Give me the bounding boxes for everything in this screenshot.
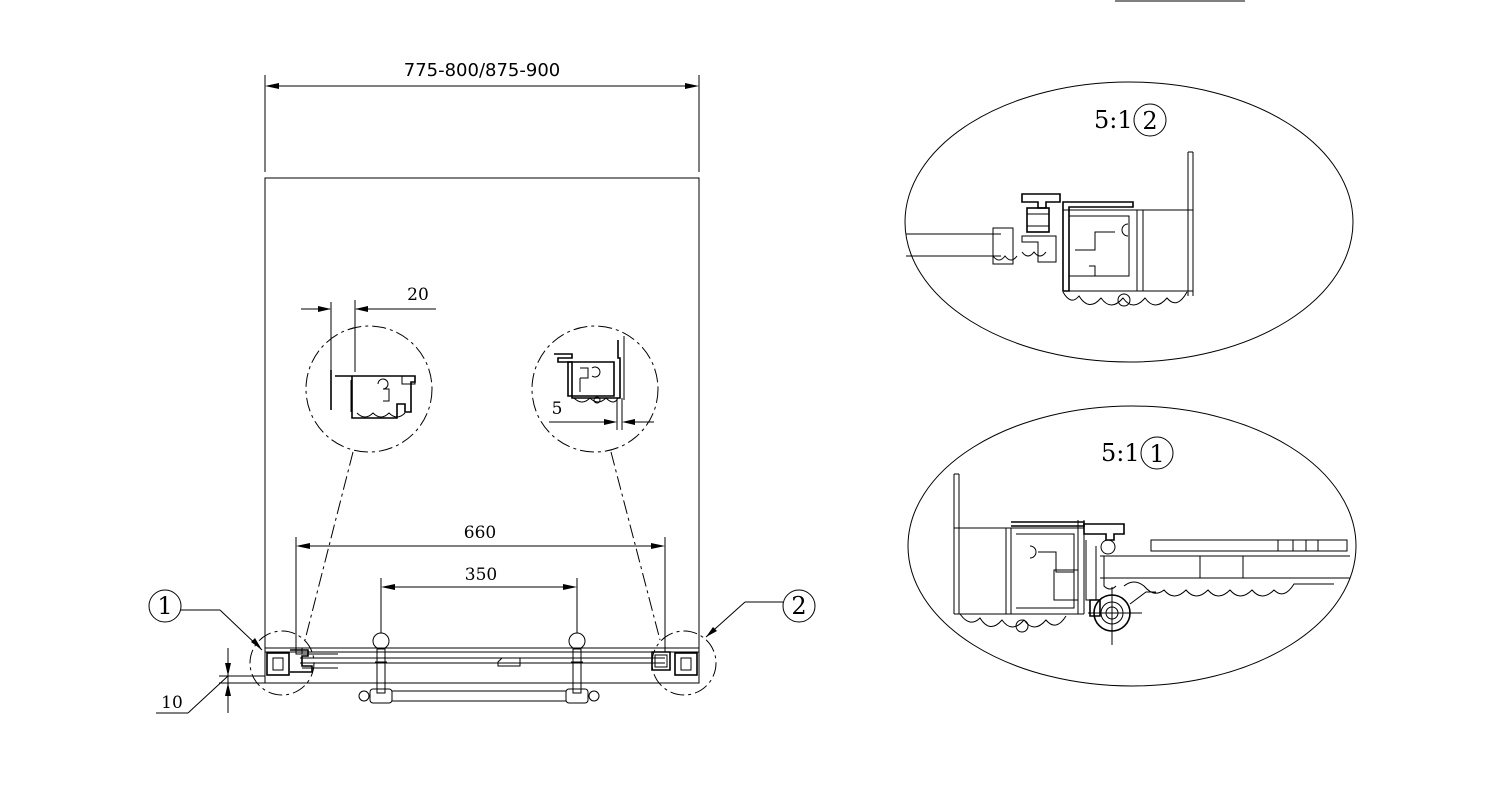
rail-span-dimension: 660: [295, 523, 666, 652]
detail-1-marker: 1: [1149, 440, 1164, 468]
right-detail-circle: [651, 630, 717, 696]
rail-span-label: 660: [464, 523, 496, 543]
bottom-gap-dimension: 10: [156, 648, 265, 714]
rail-lines: [265, 647, 699, 684]
plan-view: 775-800/875-900: [148, 60, 816, 714]
detail-2-marker: 2: [1142, 107, 1157, 135]
detail-view-1: 5:1 1: [907, 405, 1357, 687]
right-detail-leader: [610, 451, 661, 641]
left-magnified-detail: 20: [301, 285, 436, 453]
handle-span-label: 350: [465, 565, 497, 585]
overall-width-dimension: 775-800/875-900: [264, 60, 700, 172]
detail-1-marker-circle: [1140, 436, 1174, 470]
handle-span-dimension: 350: [380, 565, 578, 633]
left-corner-profile: [266, 647, 338, 676]
callout-left-label: 1: [157, 592, 172, 620]
callout-left: 1: [148, 589, 263, 651]
callout-right-label: 2: [791, 592, 806, 620]
left-detail-circle: [249, 630, 315, 696]
overall-width-label: 775-800/875-900: [404, 60, 560, 81]
enclosure-outline: [264, 177, 700, 684]
right-magnified-detail: 5: [531, 325, 659, 453]
detail-2-ellipse: [904, 81, 1354, 363]
detail-1-scale: 5:1: [1101, 439, 1140, 467]
bottom-gap-label: 10: [161, 693, 183, 713]
left-detail-leader: [304, 451, 354, 641]
center-clip: [497, 657, 521, 667]
callout-right: 2: [705, 589, 816, 638]
handle-bar: [358, 632, 600, 704]
offset-left-label: 20: [407, 285, 429, 305]
detail-2-marker-circle: [1133, 103, 1167, 137]
detail-2-scale: 5:1: [1094, 106, 1133, 134]
offset-right-label: 5: [552, 399, 563, 419]
right-corner-profile: [651, 651, 698, 676]
detail-1-ellipse: [907, 405, 1357, 687]
detail-view-2: 5:1 2: [904, 81, 1354, 363]
